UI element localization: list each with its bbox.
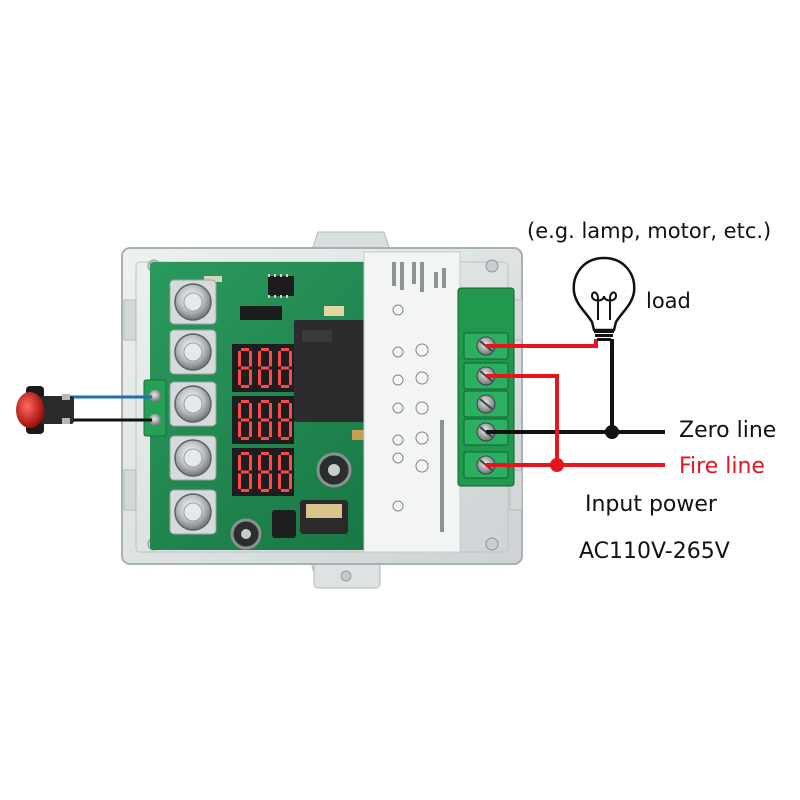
display-digit xyxy=(258,400,272,440)
seven-segment-display xyxy=(232,344,294,496)
terminal-screw-3 xyxy=(463,390,509,418)
input-power-label: Input power xyxy=(585,492,717,517)
label-plate xyxy=(363,251,461,553)
switch-terminal-block xyxy=(143,379,167,437)
voltage-label: AC110V-265V xyxy=(579,539,730,564)
load-label: load xyxy=(646,289,691,313)
control-button-2[interactable] xyxy=(169,329,217,375)
wiring xyxy=(486,339,665,472)
controller-module xyxy=(121,231,523,589)
control-button-5[interactable] xyxy=(169,489,217,535)
display-digit xyxy=(278,400,292,440)
display-digit xyxy=(238,348,252,388)
zero-line-label: Zero line xyxy=(679,418,777,443)
push-button-icon[interactable] xyxy=(16,386,152,434)
control-button-4[interactable] xyxy=(169,435,217,481)
power-terminal-block xyxy=(457,287,515,487)
load-example-note: (e.g. lamp, motor, etc.) xyxy=(527,219,772,243)
zero-junction xyxy=(605,425,619,439)
display-digit xyxy=(238,452,252,492)
display-digit xyxy=(238,400,252,440)
control-button-1[interactable] xyxy=(169,279,217,325)
relay xyxy=(294,320,370,422)
fire-line-label: Fire line xyxy=(679,454,765,479)
relay-no-wire xyxy=(486,339,598,348)
display-digit xyxy=(258,452,272,492)
display-digit xyxy=(278,452,292,492)
fire-junction xyxy=(550,458,564,472)
button-column xyxy=(169,279,217,535)
light-bulb-icon xyxy=(572,256,636,341)
control-button-3[interactable] xyxy=(169,381,217,427)
display-digit xyxy=(258,348,272,388)
display-digit xyxy=(278,348,292,388)
relay-com-wire xyxy=(486,374,559,465)
